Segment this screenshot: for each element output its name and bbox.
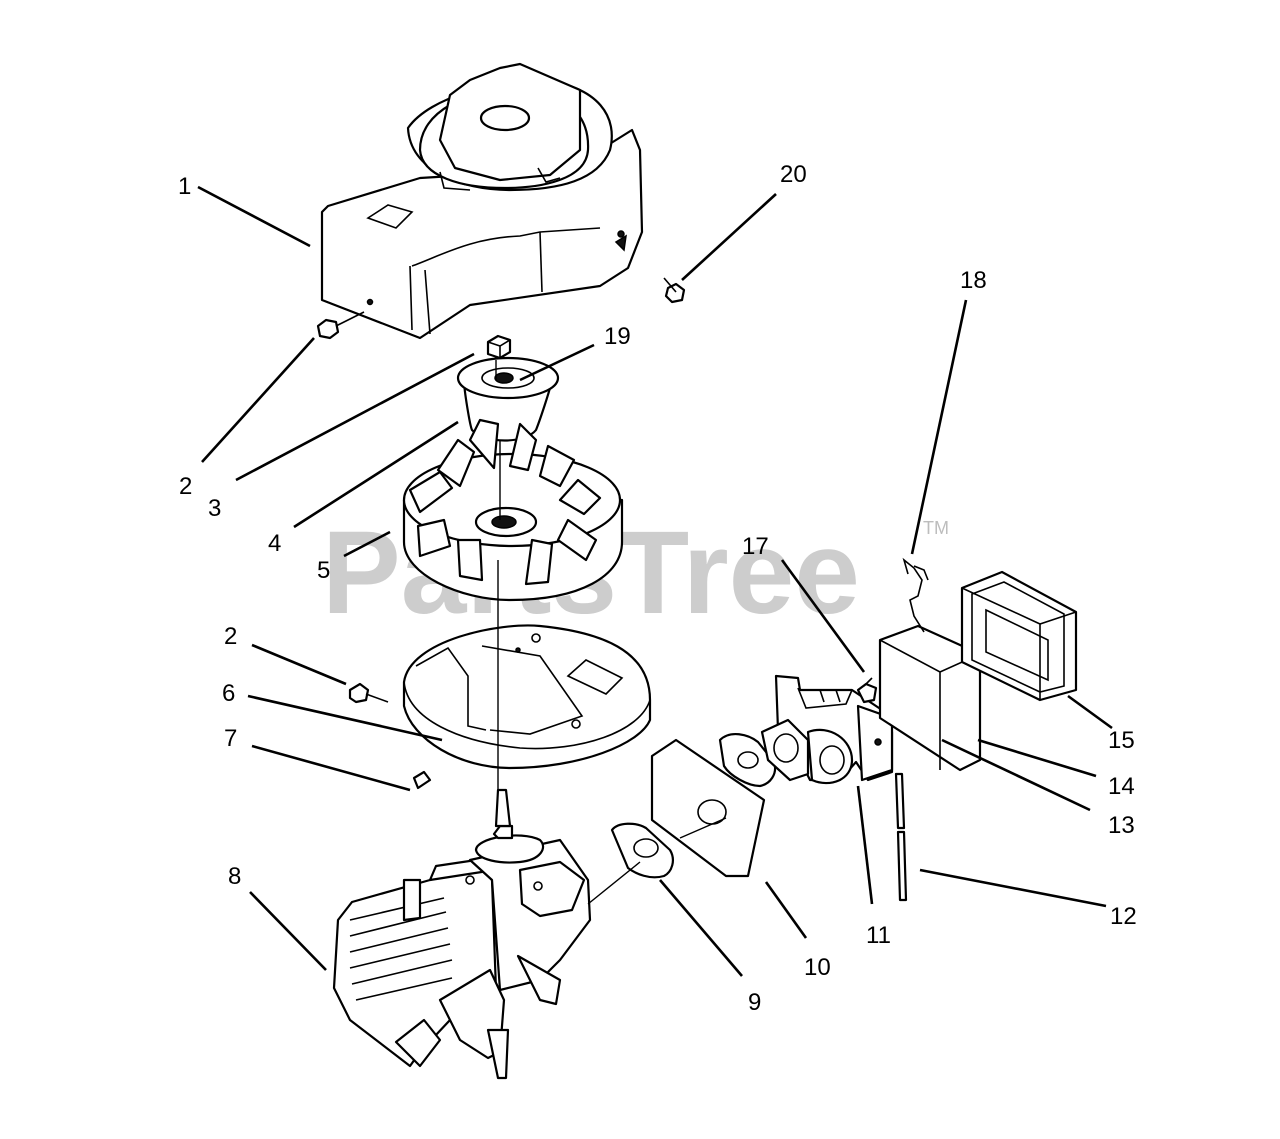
callout-18: 18 bbox=[960, 267, 987, 294]
nut-icon bbox=[486, 334, 512, 360]
callout-2-lower: 2 bbox=[224, 623, 237, 650]
callout-20: 20 bbox=[780, 161, 807, 188]
callout-10: 10 bbox=[804, 954, 831, 981]
callout-13: 13 bbox=[1108, 812, 1135, 839]
callout-7: 7 bbox=[224, 725, 237, 752]
blower-housing-icon bbox=[320, 62, 644, 340]
callout-8: 8 bbox=[228, 863, 241, 890]
key-icon bbox=[412, 770, 432, 790]
callout-11: 11 bbox=[866, 922, 891, 949]
engine-block-icon bbox=[332, 788, 592, 1080]
callout-3: 3 bbox=[208, 495, 221, 522]
callout-14: 14 bbox=[1108, 773, 1135, 800]
callout-4: 4 bbox=[268, 530, 281, 557]
callout-2: 2 bbox=[179, 473, 192, 500]
air-filter-element-icon bbox=[878, 624, 982, 772]
watermark-trademark: TM bbox=[923, 518, 949, 538]
governor-rod-icon bbox=[894, 772, 908, 902]
callout-6: 6 bbox=[222, 680, 235, 707]
callout-9: 9 bbox=[748, 989, 761, 1016]
screw-icon bbox=[316, 311, 365, 340]
callout-17: 17 bbox=[742, 533, 769, 560]
screw-icon bbox=[348, 682, 389, 704]
flywheel-icon bbox=[402, 418, 624, 602]
gasket-icon bbox=[718, 733, 777, 788]
callout-1: 1 bbox=[178, 173, 191, 200]
leader-lines bbox=[197, 185, 1113, 977]
air-filter-cover-icon bbox=[960, 570, 1078, 702]
callout-5: 5 bbox=[317, 557, 330, 584]
baffle-plate-icon bbox=[402, 624, 652, 770]
callout-15: 15 bbox=[1108, 727, 1135, 754]
callout-19: 19 bbox=[604, 323, 631, 350]
link-spring-icon bbox=[902, 557, 929, 633]
gasket-icon bbox=[610, 822, 674, 879]
bolt-icon bbox=[663, 277, 686, 304]
bolt-icon bbox=[856, 677, 878, 704]
callout-labels: 1 2 3 4 5 2 6 7 8 9 10 11 12 13 14 15 17… bbox=[178, 161, 1137, 1016]
callout-12: 12 bbox=[1110, 903, 1137, 930]
